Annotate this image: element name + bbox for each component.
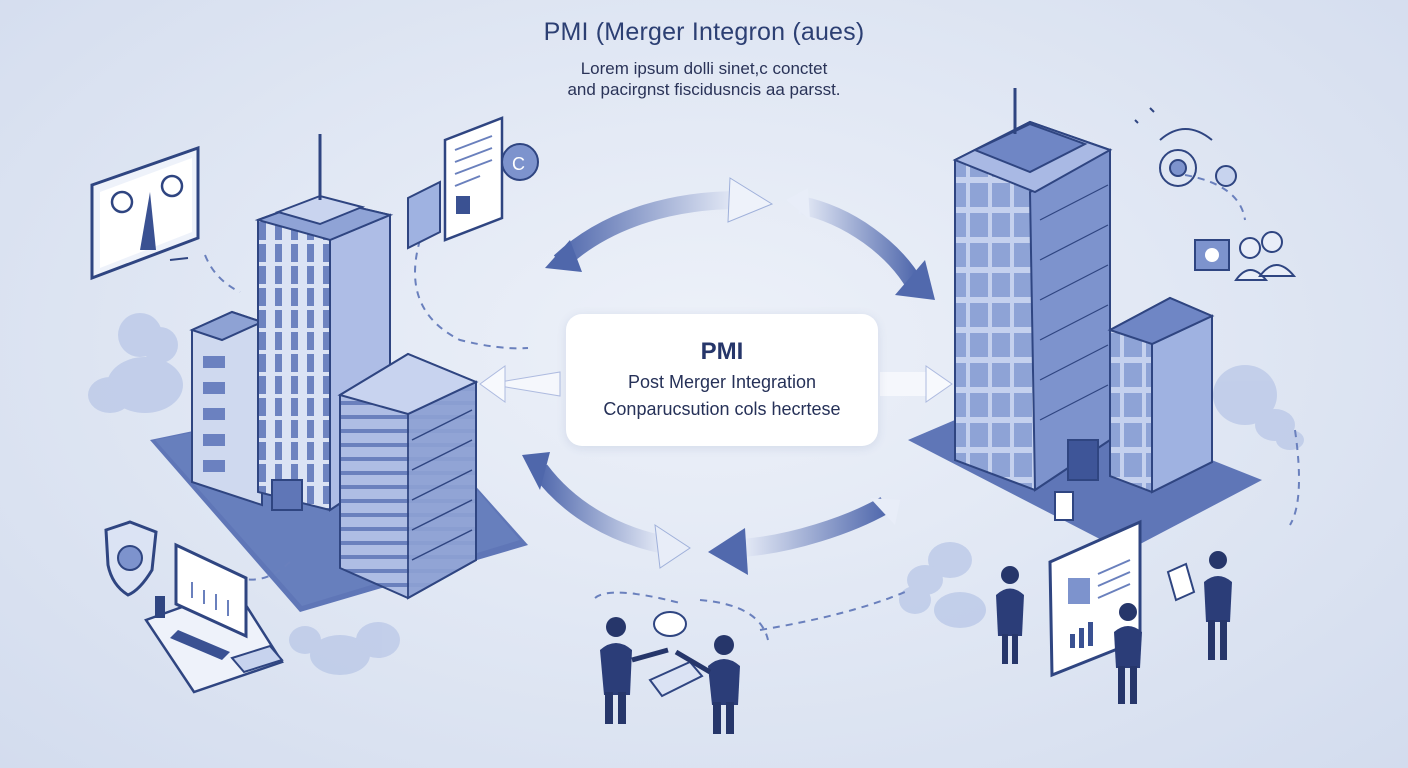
video-call-icon (90, 145, 200, 281)
decorative-clouds (88, 313, 1304, 675)
svg-text:C: C (512, 154, 525, 174)
center-line-1: Post Merger Integration (627, 372, 817, 392)
pmi-center-card: PMI Post Merger Integration Conparucsuti… (566, 314, 878, 446)
gear-cluster-icon (1134, 107, 1237, 187)
document-icon: C (407, 116, 539, 250)
shield-gear-icon (104, 520, 158, 597)
subtitle-line-2: and pacirgnst fiscidusncis aa parsst. (567, 80, 841, 99)
flow-arrows (479, 177, 953, 575)
handshake-icon (600, 611, 740, 734)
page-title: PMI (Merger Integron (aues) (543, 18, 865, 46)
left-company-buildings (150, 134, 528, 612)
center-heading: PMI (700, 338, 744, 365)
right-company-buildings (908, 88, 1262, 552)
presentation-board-icon (996, 519, 1232, 704)
people-group-icon (1194, 231, 1297, 281)
computer-icon (144, 542, 284, 694)
dashed-connectors (204, 174, 1300, 641)
center-line-2: Conparucsution cols hecrtese (603, 399, 841, 419)
page-subtitle: Lorem ipsum dolli sinet,c conctet and pa… (0, 58, 1408, 100)
subtitle-line-1: Lorem ipsum dolli sinet,c conctet (580, 59, 828, 78)
